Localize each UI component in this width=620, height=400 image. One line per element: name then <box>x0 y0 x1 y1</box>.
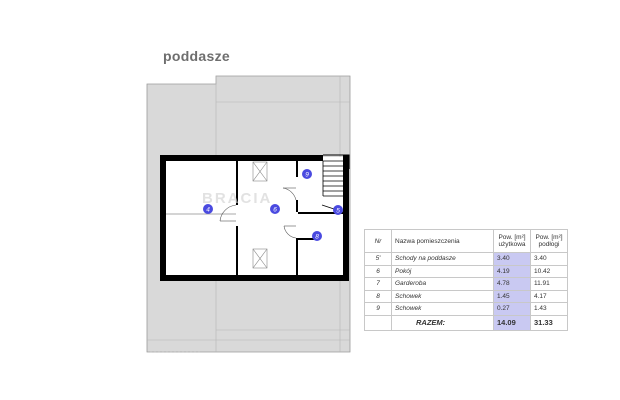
header-usable-area: Pow. [m²] użytkowa <box>493 229 531 253</box>
row-nr: 9 <box>364 302 392 316</box>
roof-windows <box>252 161 268 269</box>
table-row: 7 Garderoba 4.78 11.91 <box>364 277 568 291</box>
header-usable-line1: Pow. [m²] <box>498 233 526 241</box>
row-nr: 8 <box>364 289 392 303</box>
row-usable: 1.45 <box>493 289 531 303</box>
header-usable-line2: użytkowa <box>498 241 526 248</box>
row-name: Schowek <box>391 289 494 303</box>
table-total-row: RAZEM: 14.09 31.33 <box>364 314 568 331</box>
row-usable: 4.78 <box>493 277 531 291</box>
header-name: Nazwa pomieszczenia <box>391 229 494 253</box>
room-marker-4 <box>203 204 213 214</box>
internal-walls <box>236 161 343 276</box>
room-marker-6 <box>270 204 280 214</box>
total-nr <box>364 314 392 331</box>
table-row: 6 Pokój 4.19 10.42 <box>364 264 568 278</box>
table-row: 8 Schowek 1.45 4.17 <box>364 289 568 303</box>
room-marker-9-label: 9 <box>305 172 309 179</box>
row-usable: 4.19 <box>493 264 531 278</box>
row-usable: 3.40 <box>493 252 531 266</box>
total-usable: 14.09 <box>493 314 531 331</box>
outer-walls <box>160 155 349 281</box>
header-floor-line2: podłogi <box>538 241 560 248</box>
header-floor-line1: Pow. [m²] <box>535 233 563 241</box>
header-floor-area: Pow. [m²] podłogi <box>530 229 568 253</box>
row-floor: 4.17 <box>530 289 568 303</box>
room-marker-5 <box>333 205 343 215</box>
room-marker-9 <box>302 169 312 179</box>
stairs <box>321 154 350 213</box>
total-floor: 31.33 <box>530 314 568 331</box>
room-marker-5-label: 5 <box>336 208 340 215</box>
table-row: 5' Schody na poddasze 3.40 3.40 <box>364 252 568 266</box>
row-floor: 1.43 <box>530 302 568 316</box>
attic-interior <box>163 157 347 278</box>
doors <box>219 187 297 239</box>
room-marker-6-label: 6 <box>273 207 277 214</box>
row-name: Garderoba <box>391 277 494 291</box>
room-marker-8 <box>312 231 322 241</box>
room-area-table: Nr Nazwa pomieszczenia Pow. [m²] użytkow… <box>364 229 568 331</box>
row-name: Schowek <box>391 302 494 316</box>
watermark: BRACIA <box>202 190 272 207</box>
row-floor: 10.42 <box>530 264 568 278</box>
room-marker-8-label: 8 <box>315 234 319 241</box>
row-nr: 5' <box>364 252 392 266</box>
row-usable: 0.27 <box>493 302 531 316</box>
header-nr: Nr <box>364 229 392 253</box>
total-label: RAZEM: <box>391 314 494 331</box>
row-name: Schody na poddasze <box>391 252 494 266</box>
row-name: Pokój <box>391 264 494 278</box>
row-nr: 7 <box>364 277 392 291</box>
row-nr: 6 <box>364 264 392 278</box>
row-floor: 3.40 <box>530 252 568 266</box>
room-marker-4-label: 4 <box>206 207 210 214</box>
plan-title: poddasze <box>163 48 230 64</box>
room-markers: 4 6 5 8 9 <box>203 169 343 241</box>
row-floor: 11.91 <box>530 277 568 291</box>
table-row: 9 Schowek 0.27 1.43 <box>364 302 568 316</box>
table-header-row: Nr Nazwa pomieszczenia Pow. [m²] użytkow… <box>364 229 568 253</box>
